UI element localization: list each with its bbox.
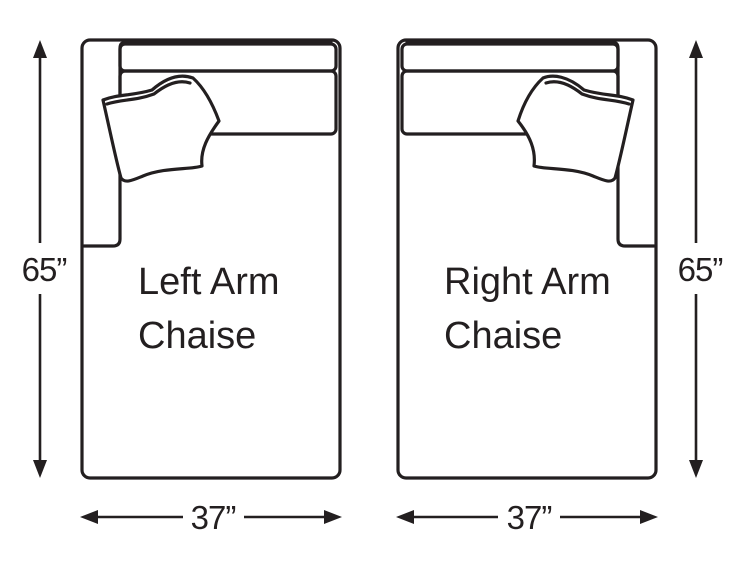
left-width-label: 37” bbox=[191, 499, 236, 536]
arrow-right-icon bbox=[640, 510, 658, 524]
arrow-left-icon bbox=[80, 510, 98, 524]
left-width-dimension: 37” bbox=[80, 499, 342, 536]
right-width-dimension: 37” bbox=[396, 499, 658, 536]
arrow-down-icon bbox=[33, 460, 47, 478]
left-chaise-label-line2: Chaise bbox=[138, 315, 256, 357]
right-height-label: 65” bbox=[678, 251, 723, 288]
right-chaise-back-top bbox=[400, 42, 620, 73]
right-chaise-label-line2: Chaise bbox=[444, 315, 562, 357]
left-height-dimension: 65” bbox=[22, 40, 67, 478]
right-width-label: 37” bbox=[507, 499, 552, 536]
right-height-dimension: 65” bbox=[678, 40, 723, 478]
arrow-right-icon bbox=[324, 510, 342, 524]
arrow-up-icon bbox=[689, 40, 703, 58]
right-throw-pillow bbox=[516, 74, 635, 183]
arrow-up-icon bbox=[33, 40, 47, 58]
left-chaise-outline bbox=[80, 38, 342, 480]
left-height-label: 65” bbox=[22, 251, 67, 288]
left-chaise-label-line1: Left Arm bbox=[138, 261, 280, 303]
left-throw-pillow bbox=[101, 74, 221, 183]
left-chaise-back-top bbox=[118, 42, 338, 73]
arrow-left-icon bbox=[396, 510, 414, 524]
right-chaise-outline bbox=[396, 38, 658, 480]
right-chaise: Right Arm Chaise bbox=[396, 38, 658, 480]
right-chaise-label-line1: Right Arm bbox=[444, 261, 611, 303]
arrow-down-icon bbox=[689, 460, 703, 478]
left-chaise: Left Arm Chaise bbox=[80, 38, 342, 480]
